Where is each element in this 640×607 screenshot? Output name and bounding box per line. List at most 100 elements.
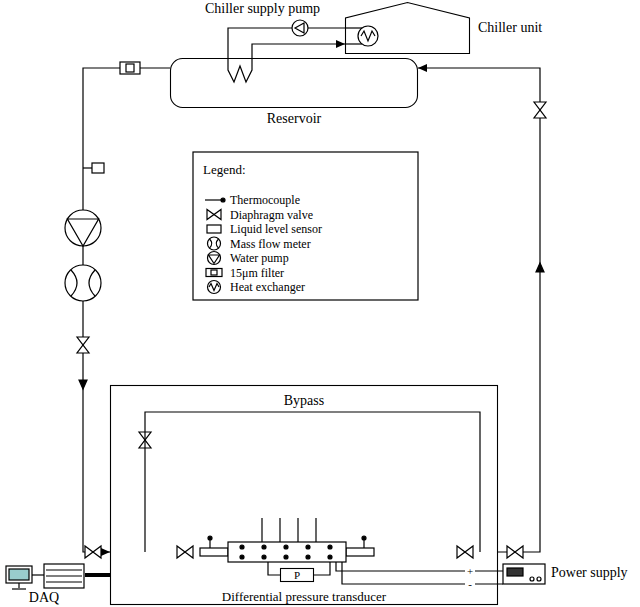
heat-sink-chip bbox=[228, 542, 346, 562]
flow-arrow bbox=[536, 263, 544, 272]
test-section-tube bbox=[200, 548, 228, 556]
chiller-unit-outline bbox=[345, 2, 470, 54]
power-wire bbox=[336, 562, 503, 584]
test-section-tube bbox=[346, 548, 374, 556]
level-sensor-symbol bbox=[83, 167, 92, 168]
chiller-pump-symbol bbox=[292, 20, 308, 36]
valve-symbol bbox=[77, 337, 89, 353]
legend-symbol bbox=[209, 284, 219, 291]
valve-symbol bbox=[507, 546, 523, 558]
legend-entry: 15μm filter bbox=[230, 266, 284, 280]
flow-meter-symbol bbox=[65, 265, 101, 301]
chiller-unit: Chiller unit bbox=[345, 2, 470, 54]
bypass-line bbox=[145, 412, 480, 552]
daq-computer bbox=[18, 583, 19, 588]
legend-title: Legend: bbox=[203, 163, 246, 178]
heat-sink-chip bbox=[328, 555, 332, 559]
legend-symbol bbox=[207, 225, 221, 233]
legend-entry: Heat exchanger bbox=[230, 280, 305, 294]
level-sensor-symbol bbox=[92, 163, 104, 173]
legend-entry: Water pump bbox=[230, 251, 289, 265]
power-supply-device bbox=[503, 564, 545, 584]
filter-symbol bbox=[120, 62, 140, 74]
thermocouple-symbol bbox=[297, 518, 298, 542]
pipe-line bbox=[228, 28, 345, 58]
tank-label: Reservoir bbox=[170, 111, 418, 127]
unit-label: Chiller unit bbox=[478, 20, 542, 36]
chiller-pump-symbol bbox=[292, 20, 308, 36]
legend-box bbox=[193, 152, 418, 300]
chiller-pump-symbol bbox=[295, 23, 304, 33]
valve-symbol bbox=[177, 546, 193, 558]
power-wire bbox=[336, 562, 503, 584]
node-outline bbox=[281, 569, 314, 582]
pressure-transducer: P bbox=[280, 568, 314, 582]
transducer-label: Differential pressure transducer bbox=[110, 589, 498, 604]
pipe-line bbox=[252, 44, 345, 58]
daq-computer bbox=[46, 569, 82, 570]
flow-meter-symbol bbox=[71, 270, 95, 296]
heat-sink-chip bbox=[240, 555, 244, 559]
legend-entry: Mass flow meter bbox=[230, 237, 311, 251]
legend-symbol bbox=[207, 210, 221, 220]
legend-symbol bbox=[205, 199, 222, 200]
heat-sink-chip bbox=[284, 545, 288, 549]
thermocouple-symbol bbox=[362, 536, 366, 540]
signal-cable bbox=[85, 573, 110, 577]
chiller-heat-exchanger bbox=[346, 26, 378, 46]
pipe-line bbox=[418, 68, 540, 552]
power-supply-label: Power supply bbox=[551, 565, 628, 581]
legend-entry: Thermocouple bbox=[230, 193, 300, 207]
heat-sink-chip bbox=[262, 545, 266, 549]
daq-computer bbox=[6, 564, 84, 589]
filter-symbol bbox=[126, 64, 134, 72]
level-sensor-symbol bbox=[83, 163, 104, 173]
chiller-heat-exchanger bbox=[346, 27, 362, 28]
node-outline bbox=[111, 386, 498, 605]
daq-computer bbox=[9, 569, 29, 580]
water-pump-symbol bbox=[65, 210, 101, 246]
daq-computer bbox=[32, 574, 44, 575]
heat-sink-chip bbox=[240, 545, 244, 549]
pipe-line bbox=[83, 68, 170, 552]
water-pump-symbol bbox=[67, 219, 98, 246]
legend-symbol bbox=[208, 252, 221, 265]
heat-sink-chip bbox=[306, 555, 310, 559]
flow-arrow bbox=[79, 263, 544, 389]
valve-symbol bbox=[85, 546, 101, 558]
daq-computer bbox=[44, 564, 84, 588]
valve-symbol bbox=[457, 546, 473, 558]
transducer-letter: P bbox=[280, 568, 314, 582]
terminal-sign: - bbox=[465, 578, 475, 590]
pump-label: Chiller supply pump bbox=[205, 1, 320, 17]
process-drawing bbox=[6, 20, 546, 589]
legend-box bbox=[193, 152, 418, 300]
filter-symbol bbox=[120, 62, 140, 74]
legend-symbol bbox=[211, 270, 217, 275]
legend-symbol bbox=[221, 198, 225, 202]
flow-arrow bbox=[79, 380, 87, 389]
terminal-sign: + bbox=[465, 565, 475, 577]
reservoir-tank-outline bbox=[170, 58, 418, 108]
chiller-heat-exchanger bbox=[346, 43, 362, 44]
daq-computer bbox=[46, 575, 82, 576]
heat-sink-chip bbox=[262, 555, 266, 559]
power-supply: Power supply bbox=[503, 564, 545, 584]
thermocouple-symbol bbox=[279, 518, 280, 542]
node-outline bbox=[346, 3, 470, 54]
legend-entry: Diaphragm valve bbox=[230, 208, 313, 222]
bypass-label: Bypass bbox=[110, 393, 498, 409]
flow-meter-symbol bbox=[65, 265, 101, 301]
thermocouple-symbol bbox=[261, 518, 262, 542]
chiller-heat-exchanger bbox=[358, 26, 378, 46]
legend-entry: Liquid level sensor bbox=[230, 222, 322, 236]
legend-symbol bbox=[210, 239, 219, 248]
legend-symbol bbox=[208, 281, 221, 294]
thermocouple-symbol bbox=[315, 518, 316, 542]
reservoir-coil bbox=[228, 58, 252, 82]
thermocouple-symbol bbox=[208, 536, 212, 540]
power-supply-device bbox=[507, 568, 523, 576]
heat-sink-chip bbox=[228, 542, 346, 562]
